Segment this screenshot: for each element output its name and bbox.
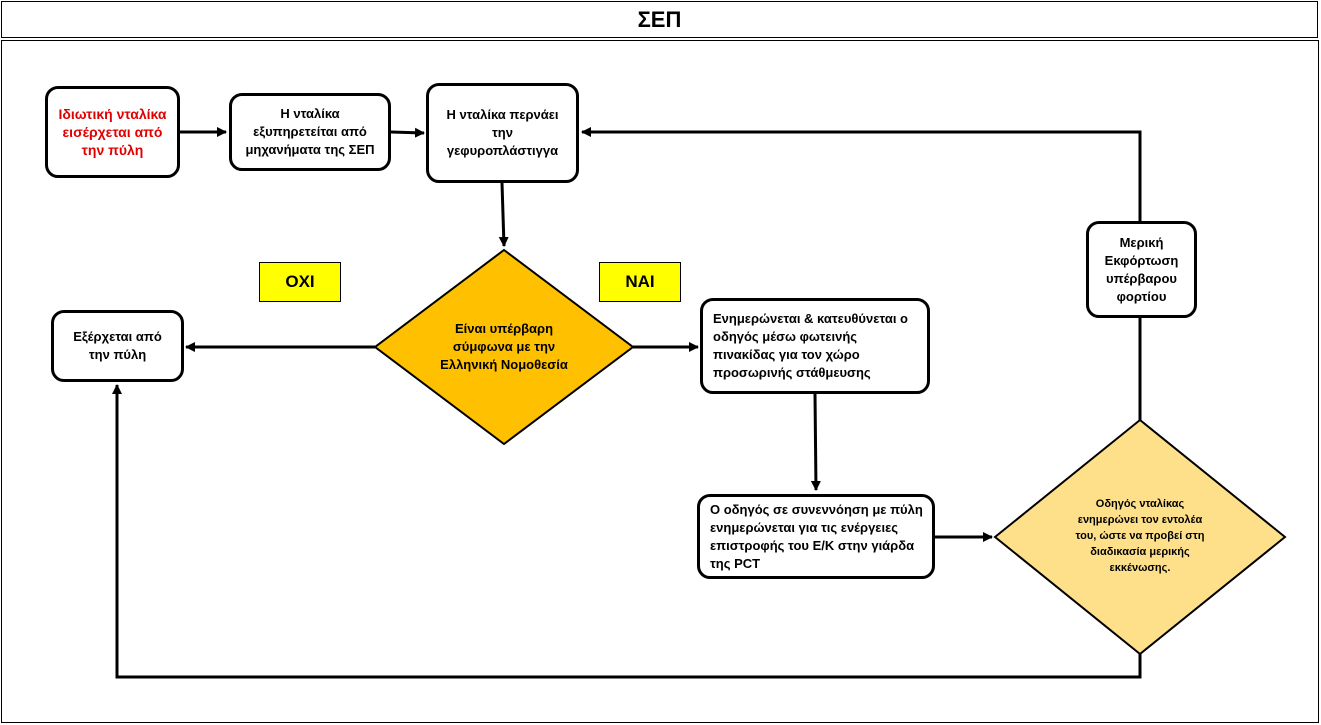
node-exit: Εξέρχεται από την πύλη — [51, 310, 184, 382]
tag-yes-label: ΝΑΙ — [625, 272, 655, 291]
node-informed: Ενημερώνεται & κατευθύνεται ο οδηγός μέσ… — [700, 298, 930, 394]
node-serviced-label: Η νταλίκα εξυπηρετείται από μηχανήματα τ… — [245, 106, 375, 157]
tag-no-label: ΟΧΙ — [285, 272, 315, 291]
notify-label: Οδηγός νταλίκας ενημερώνει τον εντολέα τ… — [1075, 498, 1205, 574]
arrow-informed-to-return — [810, 393, 821, 491]
node-exit-label: Εξέρχεται από την πύλη — [73, 329, 162, 362]
node-scale: Η νταλίκα περνάει την γεφυροπλάστιγγα — [426, 83, 579, 183]
node-return-label: Ο οδηγός σε συνεννόηση με πύλη ενημερώνε… — [710, 501, 923, 571]
tag-no: ΟΧΙ — [259, 262, 341, 302]
arrow-partial-to-scale — [581, 127, 1142, 222]
tag-yes: ΝΑΙ — [599, 262, 681, 302]
node-scale-label: Η νταλίκα περνάει την γεφυροπλάστιγγα — [446, 107, 559, 158]
node-entry-label: Ιδιωτική νταλίκα εισέρχεται από την πύλη — [58, 106, 167, 158]
decision-label: Είναι υπέρβαρη σύμφωνα με την Ελληνική Ν… — [440, 321, 568, 372]
node-serviced: Η νταλίκα εξυπηρετείται από μηχανήματα τ… — [229, 93, 391, 171]
diagram-canvas — [1, 40, 1319, 723]
arrow-scale-to-decision — [498, 182, 509, 247]
title-text: ΣΕΠ — [637, 6, 682, 32]
node-entry: Ιδιωτική νταλίκα εισέρχεται από την πύλη — [45, 86, 180, 178]
node-return: Ο οδηγός σε συνεννόηση με πύλη ενημερώνε… — [697, 494, 935, 579]
decision-diamond — [373, 248, 635, 446]
node-partial-label: Μερική Εκφόρτωση υπέρβαρου φορτίου — [1104, 234, 1179, 304]
arrow-serviced-to-scale — [390, 127, 425, 138]
arrow-notify-to-exit — [112, 384, 1142, 679]
node-partial: Μερική Εκφόρτωση υπέρβαρου φορτίου — [1086, 221, 1197, 318]
node-informed-label: Ενημερώνεται & κατευθύνεται ο οδηγός μέσ… — [713, 311, 908, 380]
page-title: ΣΕΠ — [1, 1, 1318, 38]
